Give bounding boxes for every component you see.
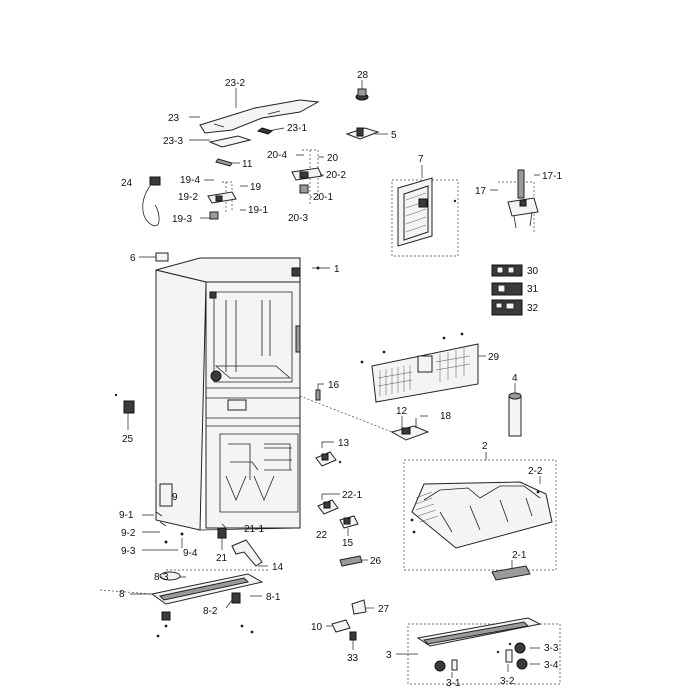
part-labels: 23-2 23 23-1 23-3 28 5 11 20-4 20 20-2 2…	[119, 70, 562, 689]
part-2-1-strip	[491, 560, 531, 581]
label-20-3: 20-3	[288, 213, 308, 224]
label-24: 24	[121, 178, 133, 189]
part-10-icon	[326, 619, 357, 650]
label-8-2: 8-2	[203, 606, 218, 617]
part-1-cabinet	[155, 257, 330, 531]
label-23-3: 23-3	[163, 136, 183, 147]
part-11-icon	[215, 158, 240, 167]
label-9: 9	[172, 492, 178, 503]
label-21-1: 21-1	[244, 524, 264, 535]
part-32-module	[491, 299, 523, 316]
part-9-panel	[142, 483, 184, 551]
label-3-2: 3-2	[500, 676, 515, 687]
part-17-assembly	[490, 169, 540, 234]
part-2-lower-cover	[403, 452, 557, 571]
part-24-wire-icon	[142, 176, 161, 227]
part-31-module	[491, 282, 523, 296]
label-5: 5	[391, 130, 397, 141]
label-22-1: 22-1	[342, 490, 362, 501]
label-22: 22	[316, 530, 328, 541]
part-27-clip	[351, 599, 374, 615]
part-12-bracket	[299, 395, 430, 441]
label-20: 20	[327, 153, 339, 164]
label-7: 7	[418, 154, 424, 165]
label-19-3: 19-3	[172, 214, 192, 225]
label-9-2: 9-2	[121, 528, 136, 539]
part-25-icon	[114, 393, 135, 430]
part-19-hinge-icon	[200, 179, 248, 220]
label-2-1: 2-1	[512, 550, 527, 561]
label-3: 3	[386, 650, 392, 661]
label-19-2: 19-2	[178, 192, 198, 203]
part-8-bottom-bar	[99, 569, 268, 638]
label-26: 26	[370, 556, 382, 567]
label-19-4: 19-4	[180, 175, 200, 186]
part-4-filter	[508, 383, 522, 437]
top-cover-assembly	[189, 88, 320, 148]
label-13: 13	[338, 438, 350, 449]
label-2-2: 2-2	[528, 466, 543, 477]
label-3-3: 3-3	[544, 643, 559, 654]
label-1: 1	[334, 264, 340, 275]
label-6: 6	[130, 253, 136, 264]
part-15-switch	[339, 515, 359, 536]
label-21: 21	[216, 553, 228, 564]
label-23: 23	[168, 113, 180, 124]
label-30: 30	[527, 266, 539, 277]
part-16-icon	[315, 383, 324, 401]
label-18: 18	[440, 411, 452, 422]
label-28: 28	[357, 70, 369, 81]
label-20-4: 20-4	[267, 150, 287, 161]
label-15: 15	[342, 538, 354, 549]
part-29-filter-cover	[360, 332, 486, 403]
part-30-module	[491, 264, 523, 277]
label-31: 31	[527, 284, 539, 295]
part-14-bracket	[231, 539, 268, 567]
part-21-hinge	[217, 523, 240, 550]
label-17: 17	[475, 186, 487, 197]
label-11: 11	[242, 159, 253, 170]
label-20-1: 20-1	[313, 192, 333, 203]
label-23-2: 23-2	[225, 78, 245, 89]
label-8-3: 8-3	[154, 572, 169, 583]
label-20-2: 20-2	[326, 170, 346, 181]
label-33: 33	[347, 653, 359, 664]
label-8-1: 8-1	[266, 592, 281, 603]
label-16: 16	[328, 380, 340, 391]
label-3-4: 3-4	[544, 660, 559, 671]
label-19-1: 19-1	[248, 205, 268, 216]
label-12: 12	[396, 406, 408, 417]
label-32: 32	[527, 303, 539, 314]
label-27: 27	[378, 604, 390, 615]
part-5-icon	[345, 127, 388, 140]
part-20-hinge-icon	[291, 149, 324, 205]
part-28-icon	[355, 80, 369, 101]
label-3-1: 3-1	[446, 678, 461, 689]
label-29: 29	[488, 352, 500, 363]
label-8: 8	[119, 589, 125, 600]
label-23-1: 23-1	[287, 123, 307, 134]
label-14: 14	[272, 562, 284, 573]
part-3-rail	[396, 617, 561, 685]
part-7-control-panel	[391, 165, 459, 257]
part-22-clip	[317, 493, 340, 515]
label-25: 25	[122, 434, 134, 445]
label-9-4: 9-4	[183, 548, 198, 559]
label-9-1: 9-1	[119, 510, 134, 521]
label-4: 4	[512, 373, 518, 384]
label-9-3: 9-3	[121, 546, 136, 557]
label-19: 19	[250, 182, 262, 193]
part-26-icon	[339, 555, 368, 567]
label-10: 10	[311, 622, 323, 633]
label-17-1: 17-1	[542, 171, 562, 182]
part-6-icon	[139, 252, 169, 262]
part-13-clip	[315, 441, 342, 467]
label-2: 2	[482, 441, 488, 452]
